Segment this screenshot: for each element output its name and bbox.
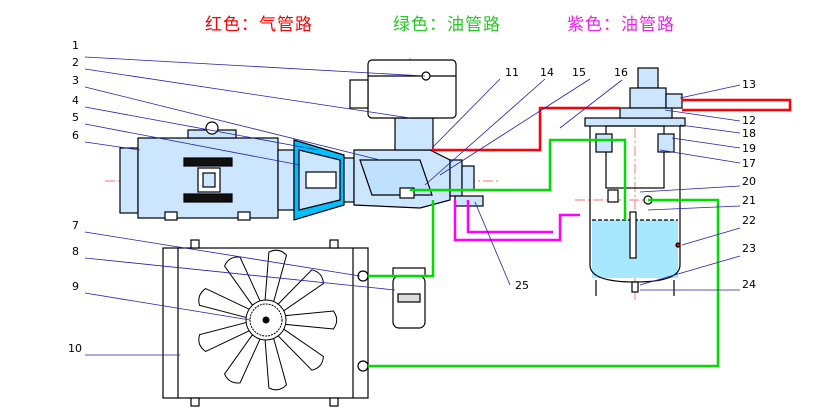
- callout-19: 19: [742, 142, 756, 155]
- callout-20: 20: [742, 175, 756, 188]
- fan-blade: [277, 269, 324, 312]
- pressure-valve: [619, 67, 683, 119]
- callout-11: 11: [505, 66, 519, 79]
- callout-10: 10: [68, 342, 82, 355]
- fan-blade: [198, 321, 250, 353]
- callout-22: 22: [742, 214, 756, 227]
- fan-blade: [277, 328, 324, 371]
- oil-filter: [392, 267, 426, 329]
- callout-4: 4: [72, 94, 79, 107]
- callout-12: 12: [742, 114, 756, 127]
- callout-6: 6: [72, 129, 79, 142]
- callout-13: 13: [742, 78, 756, 91]
- fan-blade: [264, 337, 288, 391]
- legend-oil-green: 绿色：油管路: [393, 15, 501, 35]
- oil-pipe-purple: [453, 200, 580, 242]
- callout-numbers: 1 2 3 4 5 6 7 8 9 10 11 14 15 16 13 12 1…: [68, 39, 756, 355]
- compressor-head: [353, 117, 484, 209]
- oil-pipe-green: [368, 138, 720, 368]
- fan-blade: [198, 287, 250, 319]
- air-pipe: [432, 98, 792, 152]
- coupling-housing: [293, 139, 355, 221]
- callout-16: 16: [614, 66, 628, 79]
- callout-9: 9: [72, 280, 79, 293]
- callout-7: 7: [72, 219, 79, 232]
- separator-tank: [584, 117, 686, 296]
- legend-oil-purple: 紫色：油管路: [567, 15, 675, 35]
- fan-blade: [223, 334, 261, 384]
- callout-8: 8: [72, 245, 79, 258]
- callout-3: 3: [72, 74, 79, 87]
- air-filter: [349, 59, 457, 119]
- callout-1: 1: [72, 39, 79, 52]
- callout-21: 21: [742, 194, 756, 207]
- callout-15: 15: [572, 66, 586, 79]
- leader-lines: [84, 56, 741, 356]
- fan: [198, 249, 338, 391]
- motor: [119, 121, 295, 221]
- callout-23: 23: [742, 242, 756, 255]
- callout-2: 2: [72, 56, 79, 69]
- legend-air: 红色：气管路: [205, 15, 313, 35]
- callout-25: 25: [515, 279, 529, 292]
- callout-18: 18: [742, 127, 756, 140]
- callout-5: 5: [72, 111, 79, 124]
- callout-17: 17: [742, 157, 756, 170]
- fan-blade: [285, 310, 338, 330]
- callout-24: 24: [742, 278, 756, 291]
- callout-14: 14: [540, 66, 554, 79]
